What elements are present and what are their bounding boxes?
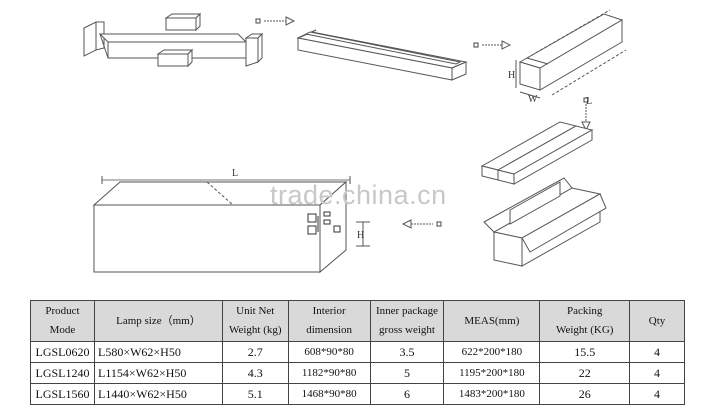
cell-packing-weight: 22 [539, 362, 631, 384]
table-row: LGSL0620 L580×W62×H50 2.7 608*90*80 3.5 … [30, 341, 685, 363]
packaging-diagram: H W L [83, 9, 627, 274]
cell-qty: 4 [629, 362, 685, 384]
cell-net-weight: 4.3 [221, 362, 289, 384]
cell-meas: 1195*200*180 [443, 362, 541, 384]
arrow-left [401, 219, 442, 229]
length-label: L [232, 168, 238, 179]
cell-meas: 1483*200*180 [443, 383, 541, 405]
header-qty: Qty [629, 300, 685, 342]
cell-interior: 1468*90*80 [287, 383, 371, 405]
cell-qty: 4 [629, 383, 685, 405]
watermark: trade.china.cn [270, 180, 447, 210]
arrow-right-1 [255, 16, 296, 26]
cell-interior: 608*90*80 [287, 341, 371, 363]
table-row: LGSL1240 L1154×W62×H50 4.3 1182*90*80 5 … [30, 362, 685, 384]
cell-lamp-size: L1440×W62×H50 [93, 383, 223, 405]
open-inner-box [296, 29, 468, 81]
arrow-down [581, 97, 591, 132]
carton-marking [307, 211, 341, 235]
cell-qty: 4 [629, 341, 685, 363]
header-meas: MEAS(mm) [443, 300, 541, 342]
cell-inner-weight: 6 [369, 383, 445, 405]
cell-model: LGSL0620 [30, 341, 95, 363]
cell-model: LGSL1240 [30, 362, 95, 384]
lamp-with-accessories [83, 12, 264, 68]
final-carton [92, 176, 370, 274]
length-label-small: L [586, 96, 592, 107]
two-inner-boxes [480, 121, 594, 185]
open-outer-carton [483, 177, 607, 267]
width-label: W [528, 94, 538, 105]
cell-meas: 622*200*180 [443, 341, 541, 363]
cell-packing-weight: 15.5 [539, 341, 631, 363]
arrow-right-2 [473, 40, 512, 50]
cell-inner-weight: 5 [369, 362, 445, 384]
cell-packing-weight: 26 [539, 383, 631, 405]
cell-net-weight: 5.1 [221, 383, 289, 405]
table-row: LGSL1560 L1440×W62×H50 5.1 1468*90*80 6 … [30, 383, 685, 405]
height-label: H [357, 230, 364, 241]
cell-lamp-size: L580×W62×H50 [93, 341, 223, 363]
closed-inner-box [515, 9, 627, 99]
header-lamp-size: Lamp size（mm） [93, 300, 223, 342]
cell-net-weight: 2.7 [221, 341, 289, 363]
cell-interior: 1182*90*80 [287, 362, 371, 384]
height-label-small: H [508, 70, 515, 81]
cell-lamp-size: L1154×W62×H50 [93, 362, 223, 384]
cell-model: LGSL1560 [30, 383, 95, 405]
cell-inner-weight: 3.5 [369, 341, 445, 363]
